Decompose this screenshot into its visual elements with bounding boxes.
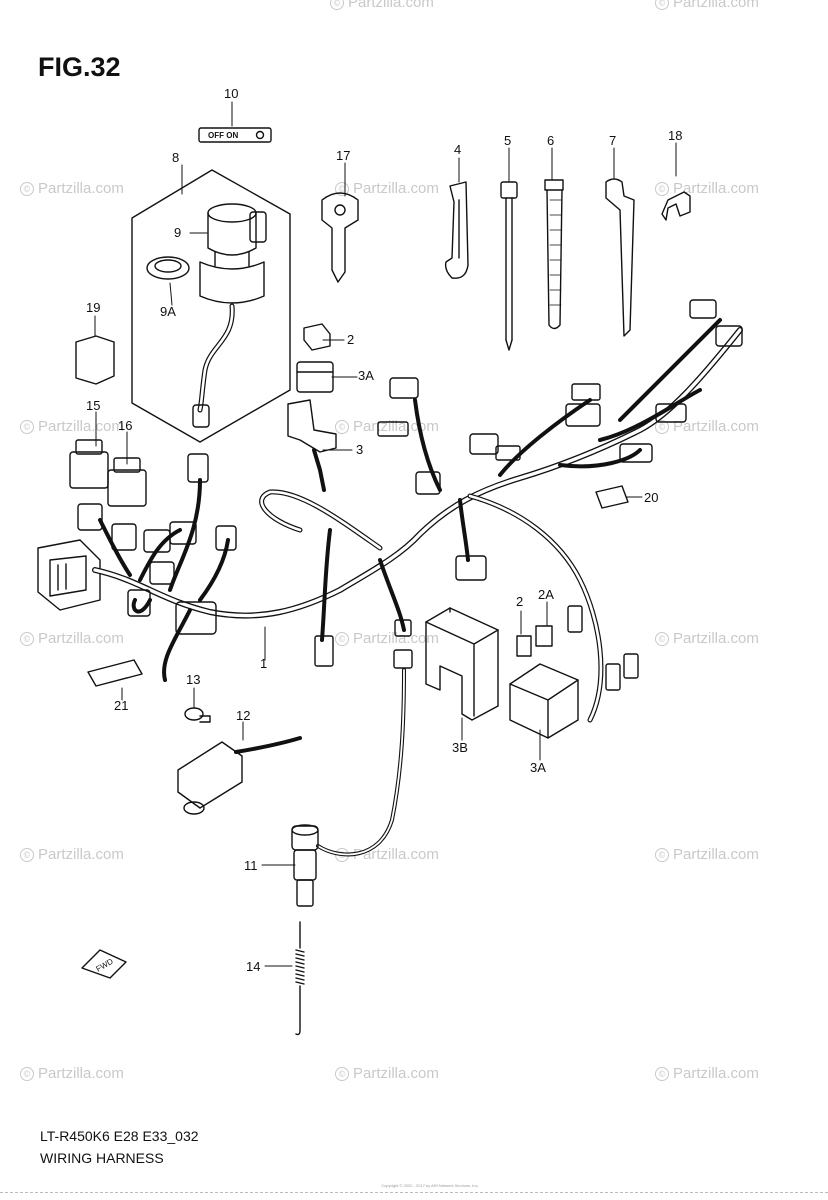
- cushion-20: [595, 485, 629, 509]
- callout-9: 9: [174, 225, 182, 240]
- watermark: ©Partzilla.com: [655, 630, 759, 647]
- callout-6: 6: [547, 133, 555, 148]
- callout-11: 11: [244, 858, 258, 873]
- cushion-21: [87, 659, 143, 687]
- figure-code: LT-R450K6 E28 E33_032: [40, 1128, 199, 1144]
- ignition-switch-outline: [131, 169, 291, 443]
- watermark: ©Partzilla.com: [655, 418, 759, 435]
- fwd-arrow-icon: [81, 949, 127, 979]
- callout-3a: 3A: [358, 368, 374, 383]
- main-harness: [92, 318, 743, 723]
- callout-15: 15: [86, 398, 101, 413]
- callout-13: 13: [186, 672, 201, 687]
- figure-name: WIRING HARNESS: [40, 1150, 164, 1166]
- watermark: ©Partzilla.com: [335, 180, 439, 197]
- watermark: ©Partzilla.com: [330, 0, 434, 11]
- ring-nut: [146, 256, 190, 280]
- callout-16: 16: [118, 418, 133, 433]
- watermark: ©Partzilla.com: [655, 180, 759, 197]
- spring-14: [295, 921, 305, 1036]
- watermark: ©Partzilla.com: [20, 630, 124, 647]
- watermark: ©Partzilla.com: [20, 418, 124, 435]
- callout-12: 12: [236, 708, 251, 723]
- sensor-12: [177, 741, 243, 809]
- fwd-label: FWD: [95, 957, 115, 974]
- callout-4: 4: [454, 142, 462, 157]
- watermark: ©Partzilla.com: [335, 630, 439, 647]
- callout-2: 2: [347, 332, 355, 347]
- watermark: ©Partzilla.com: [335, 1065, 439, 1082]
- callout-3: 3: [356, 442, 364, 457]
- callout-3b: 3B: [452, 740, 468, 755]
- callout-10: 10: [224, 86, 239, 101]
- watermark: ©Partzilla.com: [655, 1065, 759, 1082]
- relay-16: [107, 469, 147, 507]
- switch-label-plate: [198, 127, 272, 143]
- switch-label-text: OFF ON: [208, 131, 238, 140]
- watermark: ©Partzilla.com: [20, 180, 124, 197]
- copyright-notice: Copyright © 2002 - 2017 by ARI Network S…: [381, 1183, 479, 1188]
- callout-2a: 2A: [538, 587, 554, 602]
- callout-21: 21: [114, 698, 129, 713]
- callout-8: 8: [172, 150, 180, 165]
- watermark: ©Partzilla.com: [20, 1065, 124, 1082]
- page-divider: [0, 1192, 828, 1193]
- sensor-11: [291, 824, 319, 907]
- callout-9a: 9A: [160, 304, 176, 319]
- callout-14: 14: [246, 959, 261, 974]
- ignition-key: [321, 192, 359, 283]
- watermark: ©Partzilla.com: [20, 846, 124, 863]
- callout-19: 19: [86, 300, 101, 315]
- callout-2-lower: 2: [516, 594, 524, 609]
- watermark: ©Partzilla.com: [655, 0, 759, 11]
- callout-18: 18: [668, 128, 683, 143]
- fuse-box: [509, 663, 579, 739]
- figure-title: FIG.32: [38, 52, 121, 82]
- relay: [75, 335, 115, 385]
- callout-17: 17: [336, 148, 351, 163]
- watermark: ©Partzilla.com: [655, 846, 759, 863]
- harness-connectors: [77, 299, 743, 691]
- callout-1: 1: [260, 656, 268, 671]
- callout-20: 20: [644, 490, 659, 505]
- relay-15: [69, 451, 109, 489]
- ecu-connector: [37, 539, 101, 611]
- ignition-switch-top: [207, 203, 257, 223]
- callout-7: 7: [609, 133, 617, 148]
- fuse-cover: [425, 607, 499, 721]
- callout-5: 5: [504, 133, 512, 148]
- switch-indicator-icon: [255, 130, 265, 140]
- callout-3a-lower: 3A: [530, 760, 546, 775]
